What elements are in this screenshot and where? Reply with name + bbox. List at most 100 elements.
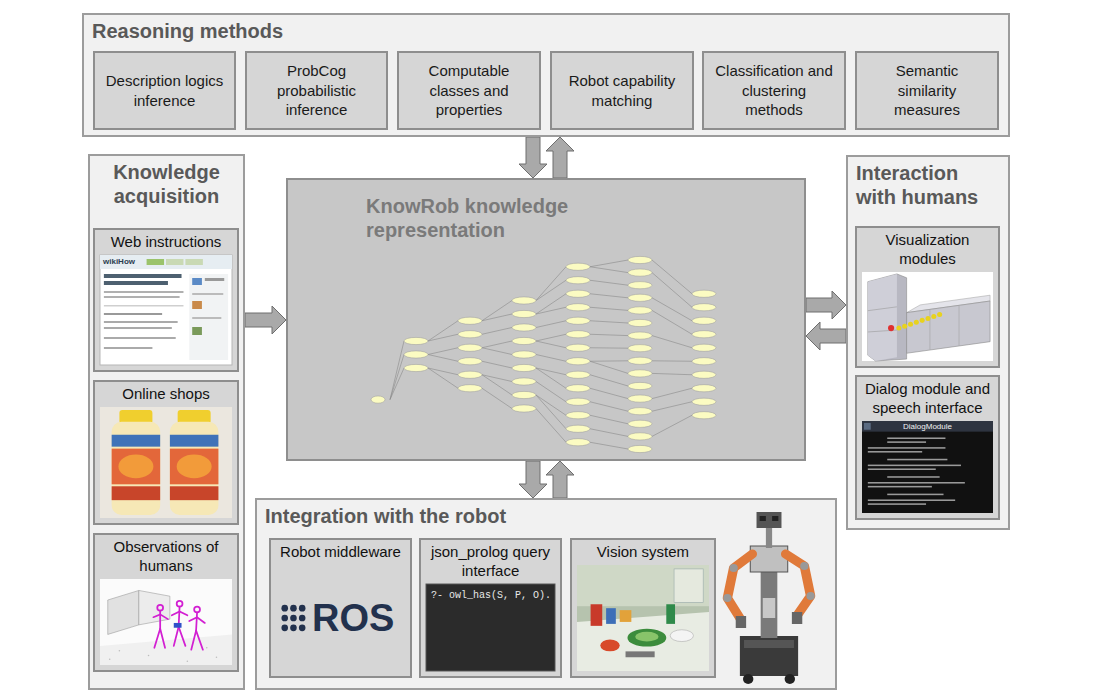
art-shape <box>652 360 692 361</box>
block-arrow <box>519 461 547 498</box>
art-shape <box>119 410 152 424</box>
art-shape <box>112 449 161 485</box>
art-shape <box>736 616 746 628</box>
art-shape <box>868 274 907 361</box>
art-shape <box>428 355 458 362</box>
art-shape <box>109 659 111 661</box>
art-shape <box>862 421 993 432</box>
art-shape <box>536 307 566 314</box>
art-shape <box>566 277 590 284</box>
art-shape <box>652 402 692 411</box>
art-shape <box>189 617 205 623</box>
ontology-graph <box>358 252 738 457</box>
art-shape <box>590 388 628 398</box>
box-label: Vision system <box>572 540 714 562</box>
art-shape <box>766 526 772 548</box>
art-shape <box>727 554 752 618</box>
art-shape <box>772 516 778 521</box>
art-shape <box>868 468 936 470</box>
art-shape <box>187 660 189 662</box>
art-shape <box>458 331 482 338</box>
module-box: json_prolog query interface?- owl_has(S,… <box>419 538 562 678</box>
art-shape <box>652 373 692 374</box>
art-shape <box>887 476 939 478</box>
art-shape <box>390 341 404 400</box>
art-shape <box>536 382 566 402</box>
box-label: Visualization modules <box>857 228 998 269</box>
method-box: ProbCog probabilistic inference <box>245 51 388 130</box>
art-shape <box>458 358 482 365</box>
art-shape <box>482 348 512 355</box>
group-panel: Reasoning methodsDescription logics infe… <box>82 13 1010 137</box>
group-title: Reasoning methods <box>84 15 1008 43</box>
knowledge-base-box: KnowRob knowledge representation <box>286 178 806 461</box>
art-shape <box>512 310 536 317</box>
art-shape <box>216 657 218 659</box>
art-shape <box>692 358 716 365</box>
art-shape <box>482 328 512 335</box>
art-shape <box>192 317 221 319</box>
art-shape <box>512 324 536 331</box>
art-shape <box>902 324 907 329</box>
art-shape <box>566 398 590 405</box>
art-shape <box>566 371 590 378</box>
art-shape <box>628 269 652 276</box>
art-shape <box>590 294 628 298</box>
art-shape <box>482 314 512 321</box>
art-shape <box>692 331 716 338</box>
art-shape <box>536 321 566 328</box>
module-box: Dialog module and speech interfaceDialog… <box>855 375 1000 520</box>
art-shape <box>628 357 652 364</box>
art-shape <box>620 610 632 622</box>
art-shape <box>112 486 161 500</box>
art-shape <box>108 590 139 634</box>
box-label: Description logics inference <box>103 71 226 110</box>
module-box: Robot middlewareROS <box>269 538 412 678</box>
art-shape <box>177 455 212 479</box>
box-label: Computable classes and properties <box>407 61 531 120</box>
art-shape <box>299 624 306 631</box>
art-shape <box>390 368 404 400</box>
art-shape <box>536 409 566 443</box>
box-label: ProbCog probabilistic inference <box>255 61 378 120</box>
art-shape <box>652 310 692 334</box>
art-shape <box>119 650 121 652</box>
art-shape <box>635 632 658 642</box>
art-shape <box>536 341 566 348</box>
art-shape <box>628 382 652 389</box>
art-shape <box>170 422 219 515</box>
art-shape <box>590 260 628 267</box>
art-shape <box>566 263 590 270</box>
art-shape <box>482 388 512 408</box>
art-shape <box>205 278 224 281</box>
art-shape <box>800 562 808 570</box>
art-shape <box>290 605 297 612</box>
box-label: Dialog module and speech interface <box>857 377 998 418</box>
box-label: Robot middleware <box>271 540 410 562</box>
art-shape <box>566 344 590 351</box>
art-shape <box>192 293 223 295</box>
art-shape <box>536 334 566 341</box>
art-shape <box>862 421 993 513</box>
block-arrow <box>806 322 846 350</box>
art-shape <box>428 348 458 355</box>
art-shape <box>743 674 753 684</box>
art-shape <box>591 604 603 626</box>
block-arrow <box>245 306 286 334</box>
art-shape <box>104 274 182 278</box>
art-shape <box>590 429 628 437</box>
art-shape <box>868 482 965 484</box>
block-arrow <box>546 461 574 498</box>
group-panel: Interaction with humans Visualization mo… <box>846 155 1010 530</box>
art-shape <box>887 441 926 443</box>
box-label: Observations of humans <box>95 535 237 576</box>
art-shape <box>512 337 536 344</box>
art-shape <box>692 385 716 392</box>
art-shape <box>482 341 512 348</box>
art-shape <box>299 605 306 612</box>
art-shape <box>390 260 692 449</box>
art-shape <box>590 442 628 449</box>
art-shape <box>566 412 590 419</box>
art-shape <box>628 294 652 301</box>
